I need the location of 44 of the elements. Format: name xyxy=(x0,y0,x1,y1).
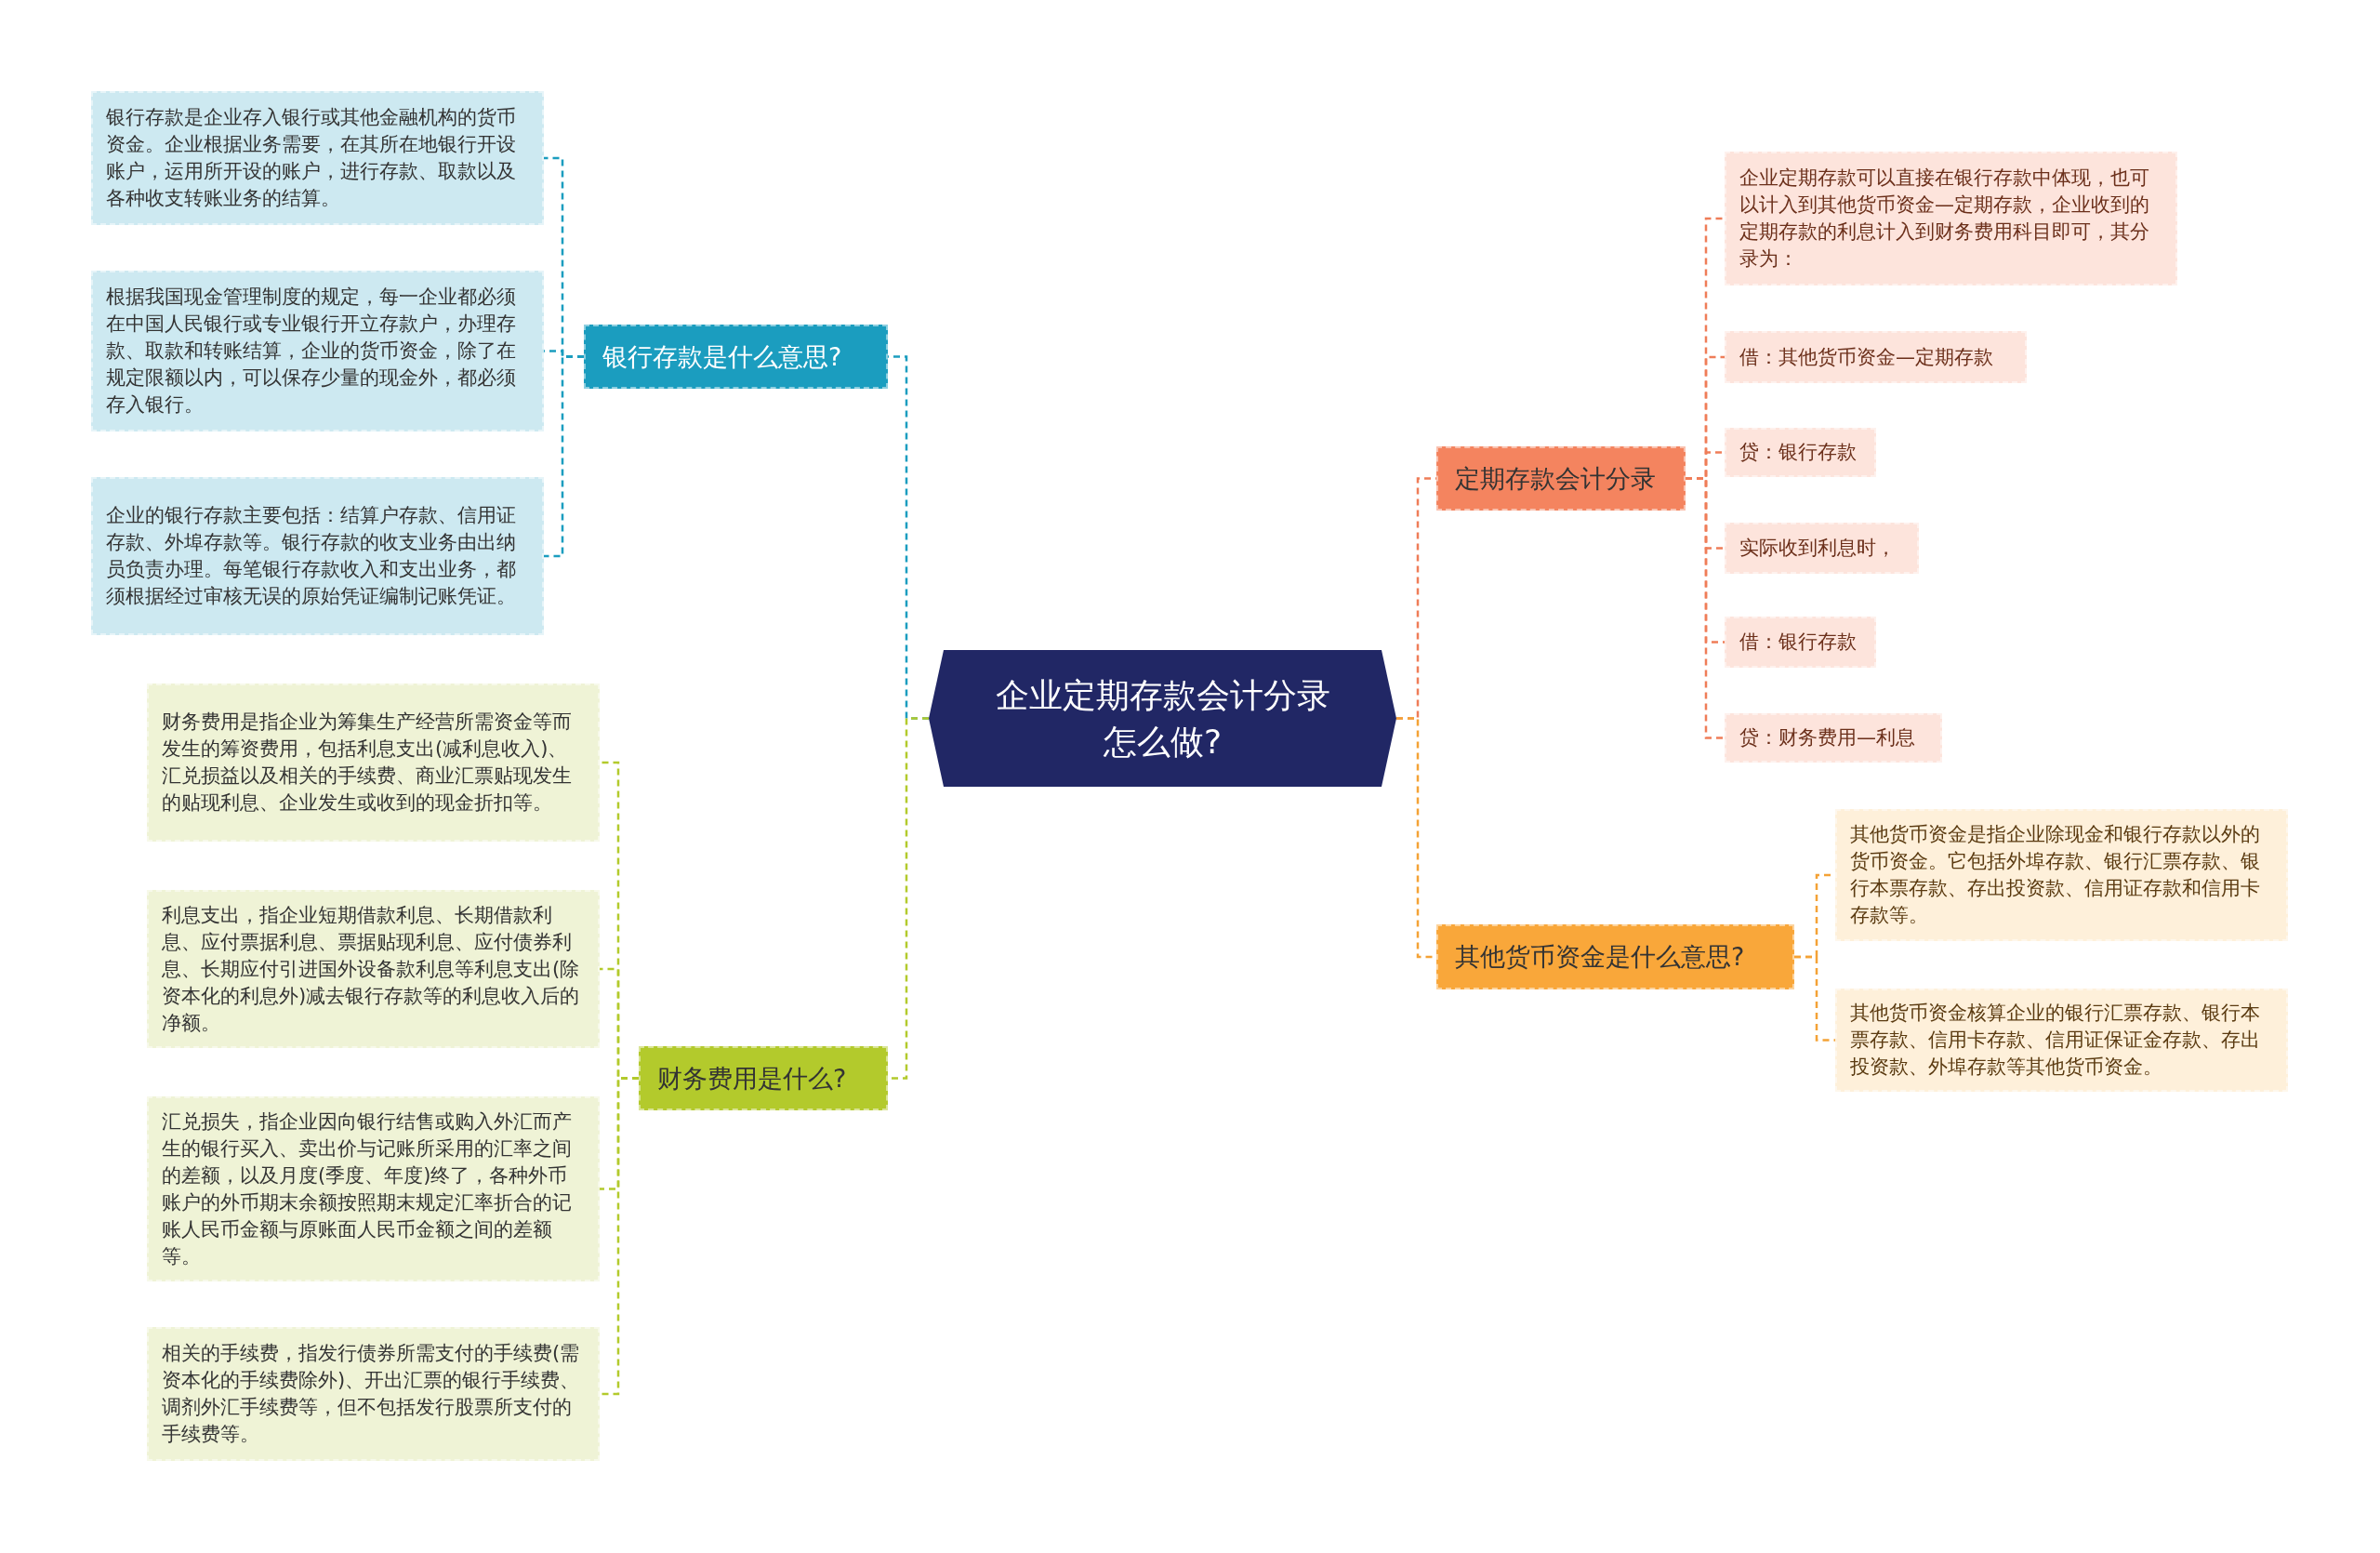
connector-line xyxy=(1686,477,1725,739)
note-card xyxy=(147,684,600,842)
note-card xyxy=(147,890,600,1048)
note-card xyxy=(1725,152,2177,285)
note-text: 财务费用是指企业为筹集生产经营所需资金等而发生的筹资费用，包括利息支出(减利息收入)、汇兑损益以及相关的手续费、商业汇票贴现发生的贴现利息、企业发生或收到的现金折扣等。 xyxy=(162,710,573,816)
note-text: 企业的银行存款主要包括：结算户存款、信用证存款、外埠存款等。银行存款的收支业务由出纳员负责办理。每笔银行存款收入和支出业务，都须根据经过审核无误的原始凭证编制记账凭证。 xyxy=(106,503,517,609)
note-text: 利息支出，指企业短期借款利息、长期借款利息、应付票据利息、票据贴现利息、应付债券利息、长期应付引进国外设备款利息等利息支出(除资本化的利息外)减去银行存款等的利息收入后的净额。 xyxy=(162,902,581,1036)
note-text: 贷：银行存款 xyxy=(1739,440,1857,465)
topic-box xyxy=(639,1046,888,1110)
note-card xyxy=(1835,989,2288,1092)
topic-box xyxy=(1436,446,1686,511)
connector-line xyxy=(600,1077,639,1396)
note-card xyxy=(91,91,544,225)
note-text: 相关的手续费，指发行债券所需支付的手续费(需资本化的手续费除外)、开出汇票的银行手续费、调剂外汇手续费等，但不包括发行股票所支付的手续费等。 xyxy=(162,1341,581,1447)
topic-box xyxy=(1436,924,1794,989)
branch-topic: 银行存款是什么意思? xyxy=(602,340,842,373)
note-text: 借：银行存款 xyxy=(1739,630,1857,655)
note-card xyxy=(1725,523,1919,574)
note-card xyxy=(1725,713,1942,763)
central-topic: 企业定期存款会计分录怎么做? xyxy=(994,674,1331,763)
note-text: 银行存款是企业存入银行或其他金融机构的货币资金。企业根据业务需要，在其所在地银行开设账户，运用所开设的账户，进行存款、取款以及各种收支转账业务的结算。 xyxy=(106,105,517,211)
branch-topic: 其他货币资金是什么意思? xyxy=(1455,941,1745,973)
topic-box xyxy=(584,325,888,389)
connector-line xyxy=(1794,955,1835,1042)
note-card xyxy=(1725,428,1876,477)
note-card xyxy=(91,477,544,635)
branch-topic: 定期存款会计分录 xyxy=(1455,462,1656,495)
note-text: 汇兑损失，指企业因向银行结售或购入外汇而产生的银行买入、卖出价与记账所采用的汇率之间的差额，以及月度(季度、年度)终了，各种外币账户的外币期末余额按照期末规定汇率折合的记账人民币金额与原账面人民币金额之间的差额等。 xyxy=(162,1108,573,1269)
note-text: 根据我国现金管理制度的规定，每一企业都必须在中国人民银行或专业银行开立存款户，办理存款、取款和转账结算，企业的货币资金，除了在规定限额以内，可以保存少量的现金外，都必须存入银行。 xyxy=(106,285,517,418)
note-text: 其他货币资金是指企业除现金和银行存款以外的货币资金。它包括外埠存款、银行汇票存款、银行本票存款、存出投资款、信用证存款和信用卡存款等。 xyxy=(1850,822,2261,928)
note-card xyxy=(147,1096,600,1281)
note-card xyxy=(91,271,544,431)
branch-topic: 财务费用是什么? xyxy=(657,1062,847,1095)
connector-line xyxy=(544,355,584,558)
note-card xyxy=(1725,331,2027,383)
note-text: 其他货币资金核算企业的银行汇票存款、银行本票存款、信用卡存款、信用证保证金存款、存出投资款、外埠存款等其他货币资金。 xyxy=(1850,1001,2261,1080)
note-text: 借：其他货币资金—定期存款 xyxy=(1739,344,1993,370)
note-card xyxy=(1725,617,1876,668)
note-text: 贷：财务费用—利息 xyxy=(1739,725,1915,750)
note-text: 企业定期存款可以直接在银行存款中体现，也可以计入到其他货币资金—定期存款，企业收到的定期存款的利息计入到财务费用科目即可，其分录为： xyxy=(1739,166,2150,272)
note-card xyxy=(147,1327,600,1461)
note-card xyxy=(929,650,1396,787)
note-card xyxy=(1835,809,2288,941)
note-text: 实际收到利息时， xyxy=(1739,536,1896,561)
